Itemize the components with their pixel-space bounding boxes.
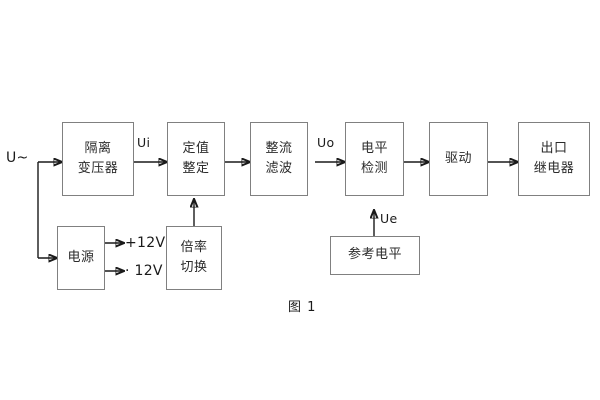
block-output-relay-line-1: 出口	[540, 140, 568, 156]
block-multiplier-switch-line-2: 切换	[180, 260, 208, 275]
input-label: U~	[6, 150, 29, 166]
signal-label-ue: Ue	[380, 211, 398, 226]
block-level-detect-line-1: 电平	[360, 140, 388, 156]
figure-caption: 图 1	[288, 300, 317, 315]
block-multiplier-switch-line-1: 倍率	[180, 239, 208, 255]
block-power-supply[interactable]: 电源	[57, 226, 105, 290]
block-setting-value-line-2: 整定	[182, 161, 210, 176]
block-output-relay[interactable]: 出口 继电器	[518, 122, 590, 196]
block-multiplier-switch[interactable]: 倍率 切换	[166, 226, 222, 290]
power-rail-negative-label: · 12V	[125, 263, 163, 279]
signal-label-ui: Ui	[137, 135, 151, 150]
block-power-supply-line-1: 电源	[67, 249, 95, 265]
block-level-detect[interactable]: 电平 检测	[345, 122, 404, 196]
signal-label-uo: Uo	[317, 135, 335, 150]
block-isolation-transformer-line-2: 变压器	[77, 161, 119, 176]
block-setting-value[interactable]: 定值 整定	[167, 122, 225, 196]
block-drive[interactable]: 驱动	[429, 122, 488, 196]
power-rail-positive-label: +12V	[125, 235, 166, 251]
block-reference-level[interactable]: 参考电平	[330, 236, 420, 275]
block-setting-value-line-1: 定值	[182, 140, 210, 156]
block-isolation-transformer-line-1: 隔离	[84, 140, 112, 156]
block-output-relay-line-2: 继电器	[533, 161, 575, 176]
block-drive-line-1: 驱动	[444, 150, 472, 166]
block-rectify-filter-line-1: 整流	[265, 140, 293, 156]
block-isolation-transformer[interactable]: 隔离 变压器	[62, 122, 134, 196]
block-rectify-filter-line-2: 滤波	[265, 161, 293, 176]
block-level-detect-line-2: 检测	[360, 161, 388, 176]
block-rectify-filter[interactable]: 整流 滤波	[250, 122, 308, 196]
block-reference-level-line-1: 参考电平	[347, 247, 402, 263]
